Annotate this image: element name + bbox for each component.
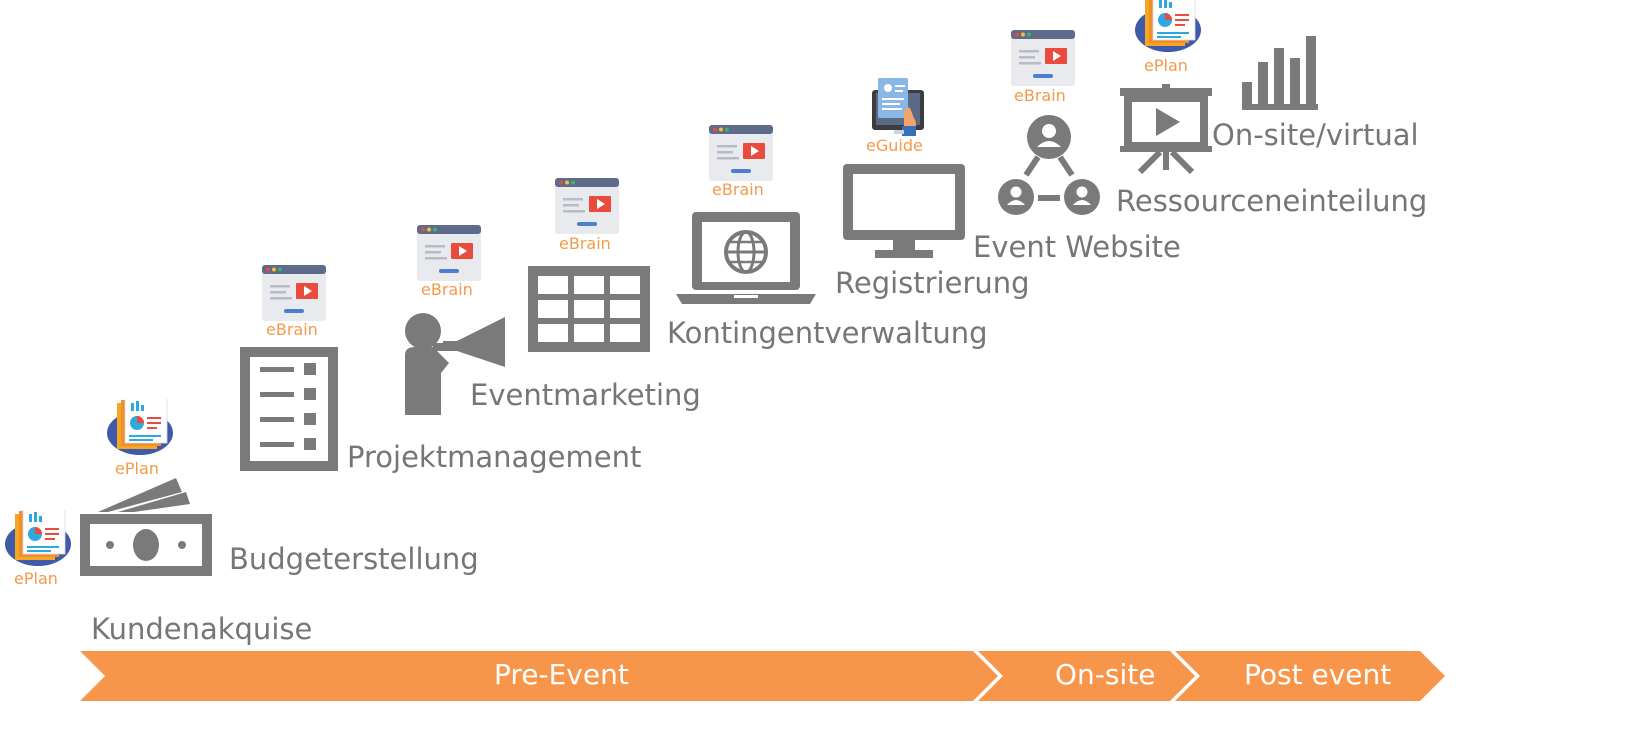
presentation-board-icon [1120,84,1212,175]
step-label-event-website: Event Website [973,230,1181,264]
tool-label-ebrain: eBrain [712,180,764,199]
eguide-tool-icon [868,76,928,138]
step-label-on-site-virtual: On-site/virtual [1212,118,1419,152]
ebrain-tool-icon [555,178,619,234]
ebrain-tool-icon [709,125,773,181]
laptop-globe-icon [676,212,816,304]
step-label-registrierung: Registrierung [835,266,1030,300]
people-network-icon [998,115,1100,215]
phase-arrow-bar [80,651,1445,701]
step-label-projektmanagement: Projektmanagement [347,440,642,474]
eplan-tool-icon [107,399,173,455]
bar-chart-icon [1242,36,1318,110]
tool-label-ebrain: eBrain [1014,86,1066,105]
phase-label-post-event: Post event [1244,658,1392,691]
checklist-icon [240,347,338,471]
eplan-tool-icon [1135,0,1201,52]
phase-arrow-pre-event [80,651,998,701]
phase-label-pre-event: Pre-Event [494,658,629,691]
ebrain-tool-icon [262,265,326,321]
phase-arrow-on-site [978,651,1195,701]
step-label-eventmarketing: Eventmarketing [470,378,701,412]
step-label-kontingentverwaltung: Kontingentverwaltung [667,316,988,350]
step-label-kundenakquise: Kundenakquise [91,612,313,646]
table-grid-icon [528,266,650,352]
monitor-icon [843,164,965,258]
tool-label-ebrain: eBrain [559,234,611,253]
phase-arrow-post-event [1175,651,1445,701]
tool-label-eplan: ePlan [14,569,58,588]
tool-label-ebrain: eBrain [421,280,473,299]
tool-label-eplan: ePlan [115,459,159,478]
phase-label-on-site: On-site [1055,658,1156,691]
ebrain-tool-icon [417,225,481,281]
ebrain-tool-icon [1011,30,1075,86]
eplan-tool-icon [5,510,71,566]
step-label-budgeterstellung: Budgeterstellung [229,542,479,576]
tool-label-eguide: eGuide [866,136,923,155]
tool-label-ebrain: eBrain [266,320,318,339]
megaphone-person-icon [405,313,505,415]
step-label-ressourceneinteilung: Ressourceneinteilung [1116,184,1428,218]
money-bills-icon [80,478,212,576]
tool-label-eplan: ePlan [1144,56,1188,75]
